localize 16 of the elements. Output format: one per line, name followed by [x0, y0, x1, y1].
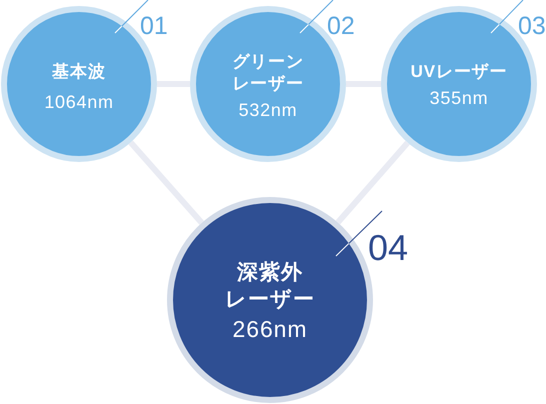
wavelength-label: 1064nm: [44, 91, 114, 113]
node-title: UVレーザー: [410, 61, 508, 83]
connector-line: [336, 140, 410, 224]
wavelength-label: 266nm: [232, 316, 308, 343]
number-label: 03: [518, 14, 546, 39]
node-title: グリーンレーザー: [231, 51, 305, 95]
connector-line: [157, 81, 190, 87]
wavelength-label: 532nm: [238, 99, 298, 121]
number-label: 02: [327, 14, 355, 39]
node-title: 深紫外レーザー: [224, 260, 316, 313]
connector-line: [128, 140, 204, 225]
number-label: 04: [368, 230, 408, 266]
number-label: 01: [140, 14, 168, 39]
node-title: 基本波: [51, 61, 107, 83]
connector-line: [346, 81, 381, 87]
wavelength-label: 355nm: [430, 87, 488, 109]
